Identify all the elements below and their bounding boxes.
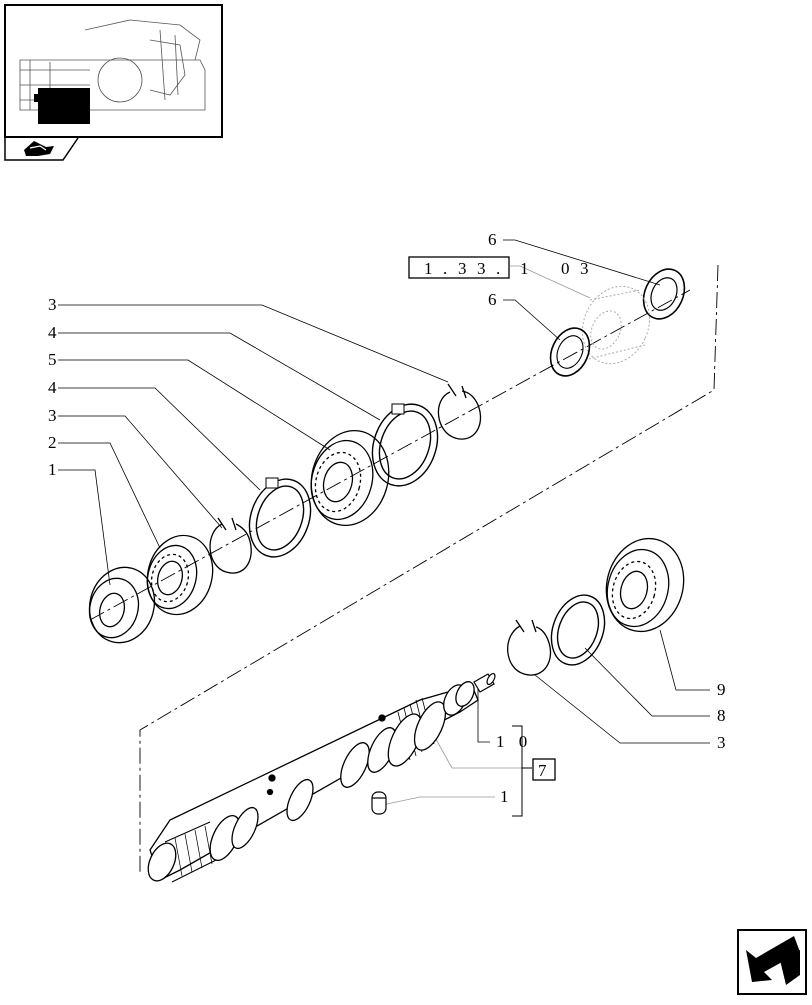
part-3-circlip-upper[interactable]: [437, 383, 482, 440]
gearbox-thumbnail-icon[interactable]: [4, 4, 223, 138]
callout-1-a: 1: [48, 460, 57, 479]
ref-char-3: 3: [477, 259, 486, 278]
reference-code[interactable]: 1 . 3 3 . 1 0 3: [408, 256, 589, 279]
callouts: 6 6 3 4 5 4 3 2 1 9 8 3 1 0 1: [48, 230, 726, 806]
part-3-circlip-lower[interactable]: [507, 619, 552, 676]
part-8-thrust-washer[interactable]: [542, 588, 614, 673]
ref-char-0: 1: [424, 259, 433, 278]
part-1-dowel[interactable]: [371, 791, 387, 815]
callout-3-c: 3: [717, 733, 726, 752]
ref-char-5: 1: [520, 259, 529, 278]
callout-4-a: 4: [48, 323, 57, 342]
callout-3-a: 3: [48, 295, 57, 314]
part-2-ball-bearing[interactable]: [139, 528, 222, 622]
callout-1-b: 1: [500, 787, 509, 806]
callout-6-top: 6: [488, 230, 497, 249]
part-4-snap-ring-upper[interactable]: [362, 395, 449, 495]
callout-10: 1 0: [496, 732, 532, 751]
part-7-primary-shaft[interactable]: [143, 679, 479, 885]
part-6-lower-ring[interactable]: [543, 322, 597, 383]
callout-8: 8: [717, 706, 726, 725]
callout-9: 9: [717, 680, 726, 699]
callout-4-b: 4: [48, 378, 57, 397]
part-5-roller-bearing[interactable]: [301, 422, 399, 534]
callout-6-mid: 6: [488, 290, 497, 309]
next-page-arrow-icon[interactable]: [737, 929, 807, 995]
part-1-spacer[interactable]: [81, 560, 162, 650]
ghost-housing: [581, 285, 651, 365]
part-3-circlip-middle[interactable]: [209, 517, 252, 574]
kit-bracket: [512, 725, 532, 817]
callout-5: 5: [48, 350, 57, 369]
ref-char-4: .: [496, 259, 500, 278]
ref-char-2: 3: [458, 259, 467, 278]
callout-3-b: 3: [48, 406, 57, 425]
ref-char-6: 0: [561, 259, 570, 278]
kit-number-box[interactable]: 7: [532, 758, 556, 781]
kit-number: 7: [538, 761, 547, 780]
ref-char-7: 3: [580, 259, 589, 278]
leader-lines: [58, 239, 710, 806]
manual-book-icon[interactable]: [4, 137, 79, 161]
part-6-upper-ring[interactable]: [636, 262, 692, 325]
part-10-pin[interactable]: [473, 672, 497, 693]
callout-2: 2: [48, 433, 57, 452]
axis-centerline: [89, 264, 719, 875]
part-4-snap-ring-lower[interactable]: [239, 470, 321, 565]
part-9-roller-bearing[interactable]: [596, 530, 694, 640]
ref-char-1: .: [443, 259, 447, 278]
